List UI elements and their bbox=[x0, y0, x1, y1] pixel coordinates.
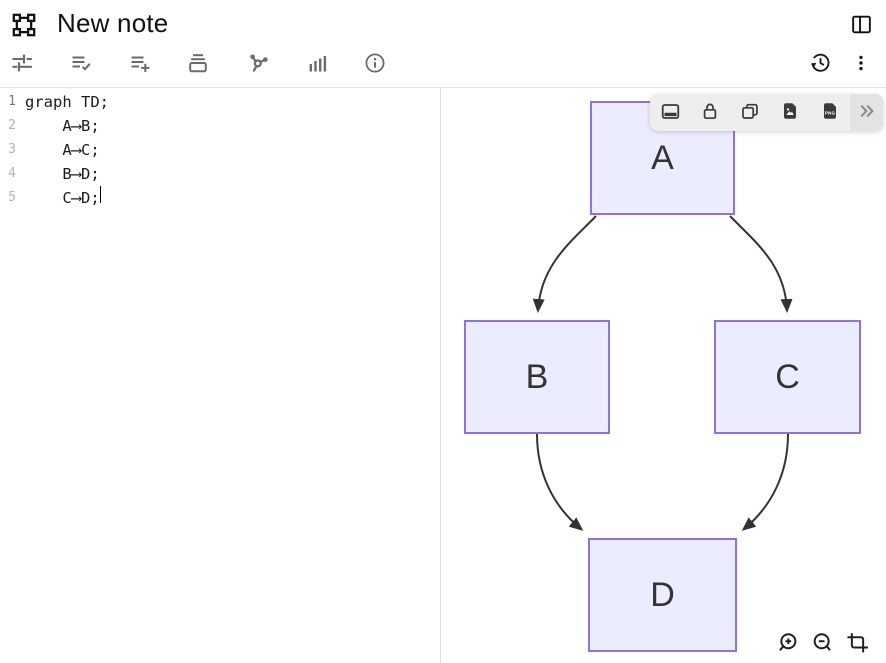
list-check-button[interactable] bbox=[63, 46, 99, 82]
code-line[interactable]: 5 C⟶D; bbox=[0, 186, 440, 210]
panel-splitter[interactable] bbox=[440, 88, 441, 663]
lock-icon bbox=[700, 101, 720, 124]
settings-sliders-button[interactable] bbox=[4, 46, 40, 82]
info-button[interactable] bbox=[357, 46, 393, 82]
code-text: B⟶D; bbox=[25, 165, 100, 183]
line-number: 4 bbox=[8, 166, 16, 181]
zoom-out-button[interactable] bbox=[810, 632, 834, 656]
text-cursor bbox=[99, 186, 102, 203]
line-number: 5 bbox=[8, 190, 16, 205]
bottom-panel-button[interactable] bbox=[650, 94, 690, 131]
zoom-in-icon bbox=[776, 631, 799, 657]
copy-button[interactable] bbox=[730, 94, 770, 131]
list-check-icon bbox=[69, 51, 93, 78]
line-number: 1 bbox=[8, 94, 16, 109]
diagram-canvas[interactable]: A B C D bbox=[441, 88, 886, 663]
mermaid-code-editor[interactable]: 1 graph TD; 2 A⟶B; 3 A⟶C; 4 B⟶D; 5 C⟶D; bbox=[0, 88, 440, 663]
diagram-node-b[interactable]: B bbox=[464, 320, 610, 434]
list-add-icon bbox=[128, 51, 152, 78]
diagram-node-d[interactable]: D bbox=[588, 538, 737, 652]
split-panel-toggle-button[interactable] bbox=[843, 8, 879, 44]
png-export-button[interactable]: PNG bbox=[810, 94, 850, 131]
bottom-panel-icon bbox=[660, 101, 681, 125]
copy-icon bbox=[740, 101, 760, 124]
note-title[interactable]: New note bbox=[57, 8, 169, 38]
node-label: C bbox=[775, 357, 800, 396]
crop-button[interactable] bbox=[845, 632, 869, 656]
crop-icon bbox=[846, 631, 869, 657]
edge-a-b bbox=[532, 215, 597, 313]
line-number: 3 bbox=[8, 142, 16, 157]
zoom-in-button[interactable] bbox=[775, 632, 799, 656]
code-text: A⟶C; bbox=[25, 141, 100, 159]
stats-button[interactable] bbox=[299, 46, 335, 82]
code-line[interactable]: 3 A⟶C; bbox=[0, 138, 440, 162]
zoom-out-icon bbox=[811, 631, 834, 657]
diagram-edges bbox=[532, 215, 793, 531]
graph-nodes-icon bbox=[246, 51, 270, 78]
node-label: A bbox=[651, 138, 674, 177]
lock-button[interactable] bbox=[690, 94, 730, 131]
kebab-menu-icon bbox=[850, 52, 872, 77]
canvas-controls bbox=[775, 632, 869, 656]
node-label: B bbox=[525, 357, 549, 396]
code-text: graph TD; bbox=[25, 93, 109, 111]
png-export-icon: PNG bbox=[820, 101, 840, 124]
code-text: A⟶B; bbox=[25, 117, 100, 135]
diagram-node-c[interactable]: C bbox=[714, 320, 861, 434]
edge-a-c bbox=[729, 215, 793, 313]
svg-text:PNG: PNG bbox=[825, 111, 836, 116]
split-panel-icon bbox=[850, 13, 873, 39]
list-add-button[interactable] bbox=[122, 46, 158, 82]
graph-view-button[interactable] bbox=[240, 46, 276, 82]
bar-chart-icon bbox=[305, 51, 329, 78]
image-export-icon bbox=[780, 101, 800, 124]
history-button[interactable] bbox=[802, 46, 838, 82]
info-icon bbox=[363, 51, 387, 78]
edge-b-d bbox=[536, 433, 584, 531]
code-line[interactable]: 1 graph TD; bbox=[0, 90, 440, 114]
diagram-floating-toolbar: PNG bbox=[650, 94, 883, 131]
code-line[interactable]: 4 B⟶D; bbox=[0, 162, 440, 186]
toolbar-expand-button[interactable] bbox=[850, 94, 883, 131]
more-options-button[interactable] bbox=[843, 46, 879, 82]
archive-button[interactable] bbox=[180, 46, 216, 82]
history-icon bbox=[809, 51, 832, 77]
app-logo-transform-frame-icon bbox=[11, 12, 37, 38]
code-text: C⟶D; bbox=[25, 189, 100, 207]
node-label: D bbox=[650, 575, 675, 614]
header-divider bbox=[0, 87, 886, 88]
image-export-button[interactable] bbox=[770, 94, 810, 131]
code-line[interactable]: 2 A⟶B; bbox=[0, 114, 440, 138]
chevron-double-right-icon bbox=[858, 101, 876, 124]
line-number: 2 bbox=[8, 118, 16, 133]
archive-icon bbox=[186, 51, 210, 78]
edge-c-d bbox=[741, 433, 789, 531]
sliders-icon bbox=[10, 51, 34, 78]
